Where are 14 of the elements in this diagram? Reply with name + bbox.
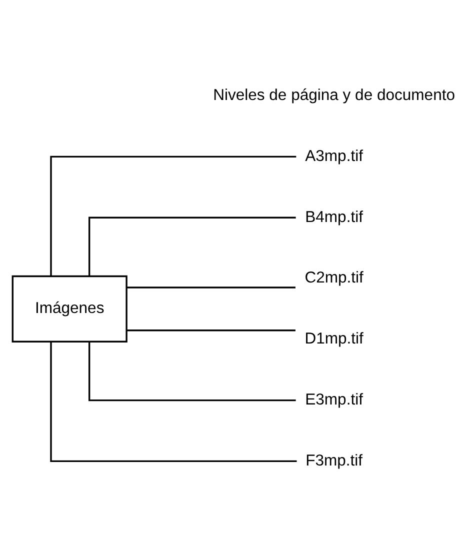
node-text: C2mp.tif: [304, 269, 364, 286]
node-box: Imágenes: [12, 274, 128, 342]
node-text: A3mp.tif: [305, 147, 363, 164]
connector: [50, 341, 297, 462]
node-text: B4mp.tif: [305, 208, 363, 226]
connector: [88, 216, 296, 276]
connector: [88, 341, 296, 401]
node-text: D1mp.tif: [304, 330, 364, 348]
connector: [126, 329, 296, 331]
connector: [126, 286, 296, 288]
label: Niveles de página y de documento: [213, 86, 455, 104]
node-text: F3mp.tif: [306, 452, 363, 469]
connector: [50, 155, 296, 276]
node-text: E3mp.tif: [305, 390, 363, 408]
